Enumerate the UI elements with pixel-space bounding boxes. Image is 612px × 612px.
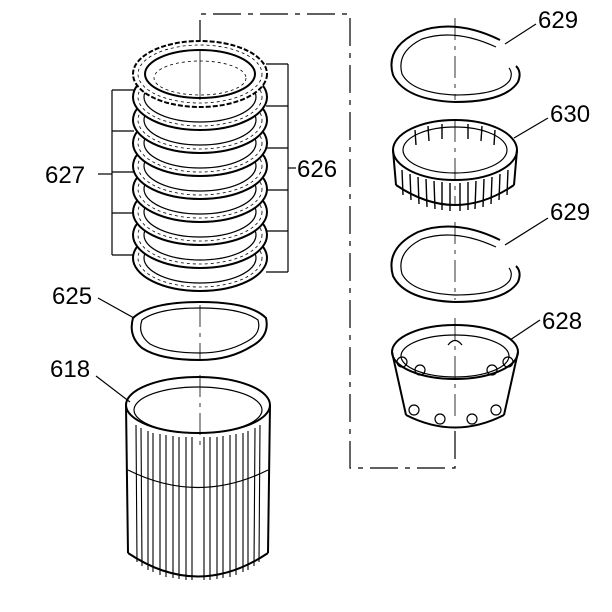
snap-ring-top <box>390 23 537 104</box>
clutch-housing <box>95 375 271 580</box>
sprag-elements <box>401 124 509 211</box>
bracket-626 <box>266 63 296 273</box>
bracket-627 <box>98 89 134 256</box>
callout-625: 625 <box>52 283 92 310</box>
housing-splines <box>135 424 261 580</box>
callout-618: 618 <box>50 356 90 383</box>
snap-ring-middle <box>390 217 549 304</box>
clutch-plate-stack <box>132 40 268 292</box>
callout-628: 628 <box>542 308 582 335</box>
retainer-slots <box>396 339 514 425</box>
callout-627: 627 <box>45 162 85 189</box>
callout-630: 630 <box>550 101 590 128</box>
callout-629-middle: 629 <box>550 199 590 226</box>
callout-629-top: 629 <box>538 7 578 34</box>
callout-626: 626 <box>297 156 337 183</box>
sprag-race <box>392 117 549 211</box>
wave-plate <box>97 297 268 362</box>
retainer <box>391 319 541 429</box>
